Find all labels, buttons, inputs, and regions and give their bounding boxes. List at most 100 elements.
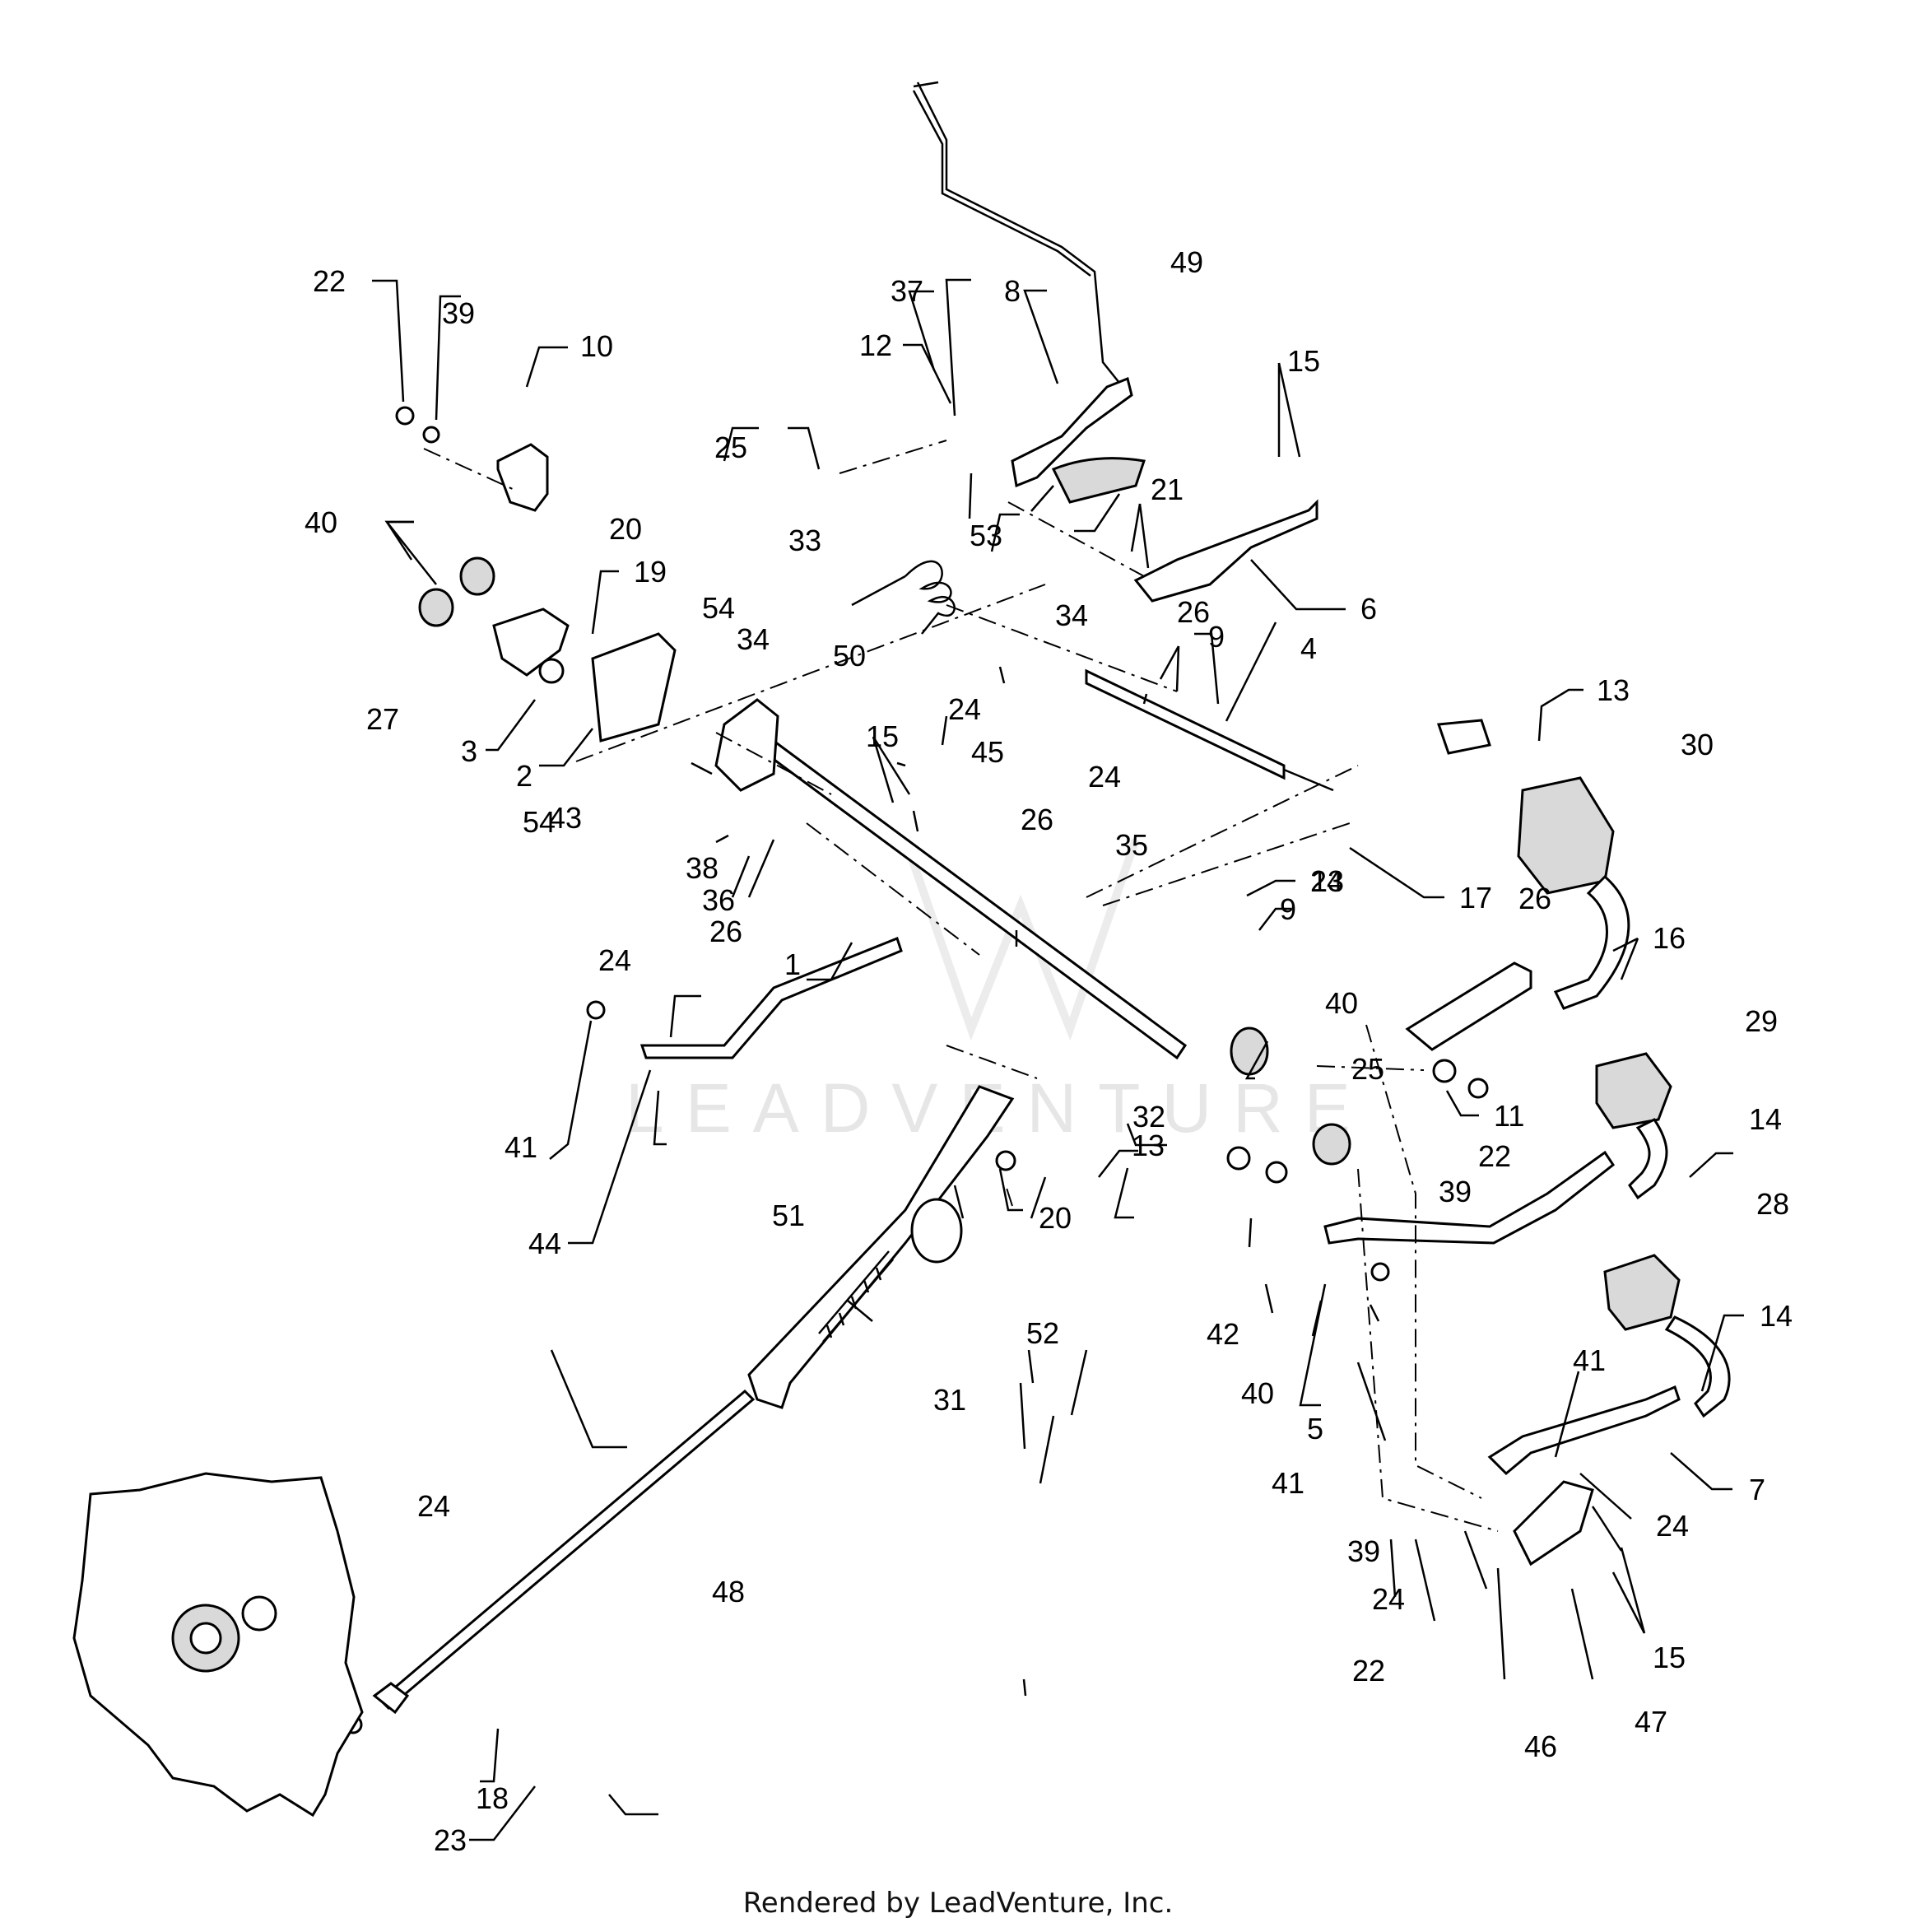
part-18 [372, 1682, 410, 1715]
callout-24-e: 24 [417, 1489, 450, 1523]
callout-45: 45 [971, 735, 1004, 769]
callout-54-top: 54 [702, 591, 735, 625]
callout-24-c: 24 [1310, 864, 1343, 898]
part-8 [1011, 376, 1133, 488]
callout-36: 36 [702, 883, 735, 917]
callout-41-low: 41 [1272, 1466, 1304, 1500]
callout-9-mid: 9 [1280, 892, 1296, 926]
part-42b [1265, 1161, 1288, 1184]
callout-30: 30 [1681, 728, 1714, 761]
callout-53: 53 [970, 519, 1002, 552]
callout-25-top: 25 [714, 431, 747, 464]
part-44 [639, 937, 903, 1059]
callout-13-top: 13 [1597, 673, 1630, 707]
callout-20-mid: 20 [1039, 1201, 1072, 1235]
watermark-logo [901, 838, 1140, 1041]
callout-22-low: 22 [1352, 1654, 1385, 1688]
callout-38: 38 [686, 851, 718, 885]
callout-16: 16 [1653, 921, 1686, 955]
callout-40-mid: 40 [1325, 986, 1358, 1020]
callout-39-low: 39 [1347, 1534, 1380, 1568]
part-41-left [586, 1000, 606, 1020]
callout-29: 29 [1745, 1004, 1778, 1038]
callout-25-mid: 25 [1351, 1052, 1384, 1086]
callout-31: 31 [933, 1383, 966, 1417]
part-30-pad [1517, 776, 1615, 895]
callout-4: 4 [1300, 631, 1317, 665]
callout-labels: 1 2 3 4 5 6 7 8 9 9 10 11 12 13 13 13 14… [305, 245, 1793, 1857]
part-28-pad [1603, 1254, 1681, 1331]
part-29-arm [1628, 1118, 1668, 1200]
part-9-top [1436, 719, 1491, 755]
callout-47: 47 [1635, 1705, 1667, 1739]
callout-9-top: 9 [1208, 620, 1225, 654]
callout-42: 42 [1207, 1317, 1239, 1351]
callout-6: 6 [1360, 592, 1377, 626]
callout-18: 18 [476, 1781, 509, 1815]
callout-21: 21 [1151, 473, 1184, 506]
callout-43: 43 [549, 801, 582, 835]
part-5 [1323, 1150, 1616, 1245]
callout-24-g: 24 [1372, 1582, 1405, 1616]
callout-26-c: 26 [1021, 803, 1053, 836]
callout-24-f: 24 [1656, 1509, 1689, 1543]
part-28-arm [1664, 1315, 1731, 1418]
part-10 [496, 443, 549, 512]
callout-41-left: 41 [505, 1130, 537, 1164]
part-7 [1487, 1385, 1681, 1476]
callout-24-b: 24 [1088, 760, 1121, 794]
callout-14-low: 14 [1760, 1299, 1793, 1333]
part-11 [1405, 961, 1532, 1051]
part-42a [1226, 1146, 1251, 1171]
part-33-spring [851, 560, 956, 635]
callout-17: 17 [1459, 881, 1492, 915]
callout-11: 11 [1494, 1099, 1524, 1133]
callout-50: 50 [833, 639, 866, 673]
callout-54-low: 54 [523, 805, 556, 839]
callout-12: 12 [859, 328, 892, 362]
callout-7: 7 [1749, 1473, 1765, 1506]
callout-39-top: 39 [442, 296, 475, 330]
part-22-right [1467, 1078, 1489, 1099]
callout-22-top: 22 [313, 264, 346, 298]
callout-8: 8 [1004, 274, 1021, 308]
callout-37: 37 [891, 274, 923, 308]
callout-44: 44 [528, 1227, 561, 1260]
callout-13-mid: 13 [1311, 864, 1344, 898]
callout-33: 33 [788, 524, 821, 557]
callout-24-a: 24 [948, 692, 981, 726]
callout-19: 19 [634, 555, 667, 589]
callout-22-mid: 22 [1478, 1139, 1511, 1173]
lift-rod [913, 81, 1120, 384]
callout-15-right: 15 [1653, 1641, 1686, 1674]
callout-2: 2 [516, 759, 532, 793]
part-52 [910, 1198, 963, 1264]
callout-48: 48 [712, 1575, 745, 1608]
part-46-47 [1513, 1480, 1594, 1567]
callout-10: 10 [580, 329, 613, 363]
callout-26-a: 26 [1177, 595, 1210, 629]
part-31-spring [818, 1250, 894, 1343]
part-40a [459, 556, 495, 596]
part-49 [1051, 457, 1146, 504]
callout-24-d: 24 [598, 943, 631, 977]
callout-49: 49 [1170, 245, 1203, 279]
part-2 [591, 632, 677, 743]
callout-5: 5 [1307, 1412, 1323, 1446]
part-40b [418, 588, 454, 627]
callout-34-top: 34 [1055, 598, 1088, 632]
callout-51: 51 [772, 1199, 805, 1232]
callout-28: 28 [1756, 1187, 1789, 1221]
callout-32: 32 [1132, 1100, 1165, 1134]
part-6 [1133, 499, 1318, 603]
part-51 [747, 1085, 1015, 1409]
callout-46: 46 [1524, 1729, 1557, 1763]
parts-artwork [72, 81, 1731, 1818]
callout-35: 35 [1115, 828, 1148, 862]
callout-3: 3 [461, 734, 477, 768]
part-40d [1312, 1123, 1351, 1166]
upper-shaft [1085, 668, 1286, 780]
callout-26-b: 26 [1518, 882, 1551, 915]
callout-13-low: 13 [1132, 1129, 1165, 1162]
